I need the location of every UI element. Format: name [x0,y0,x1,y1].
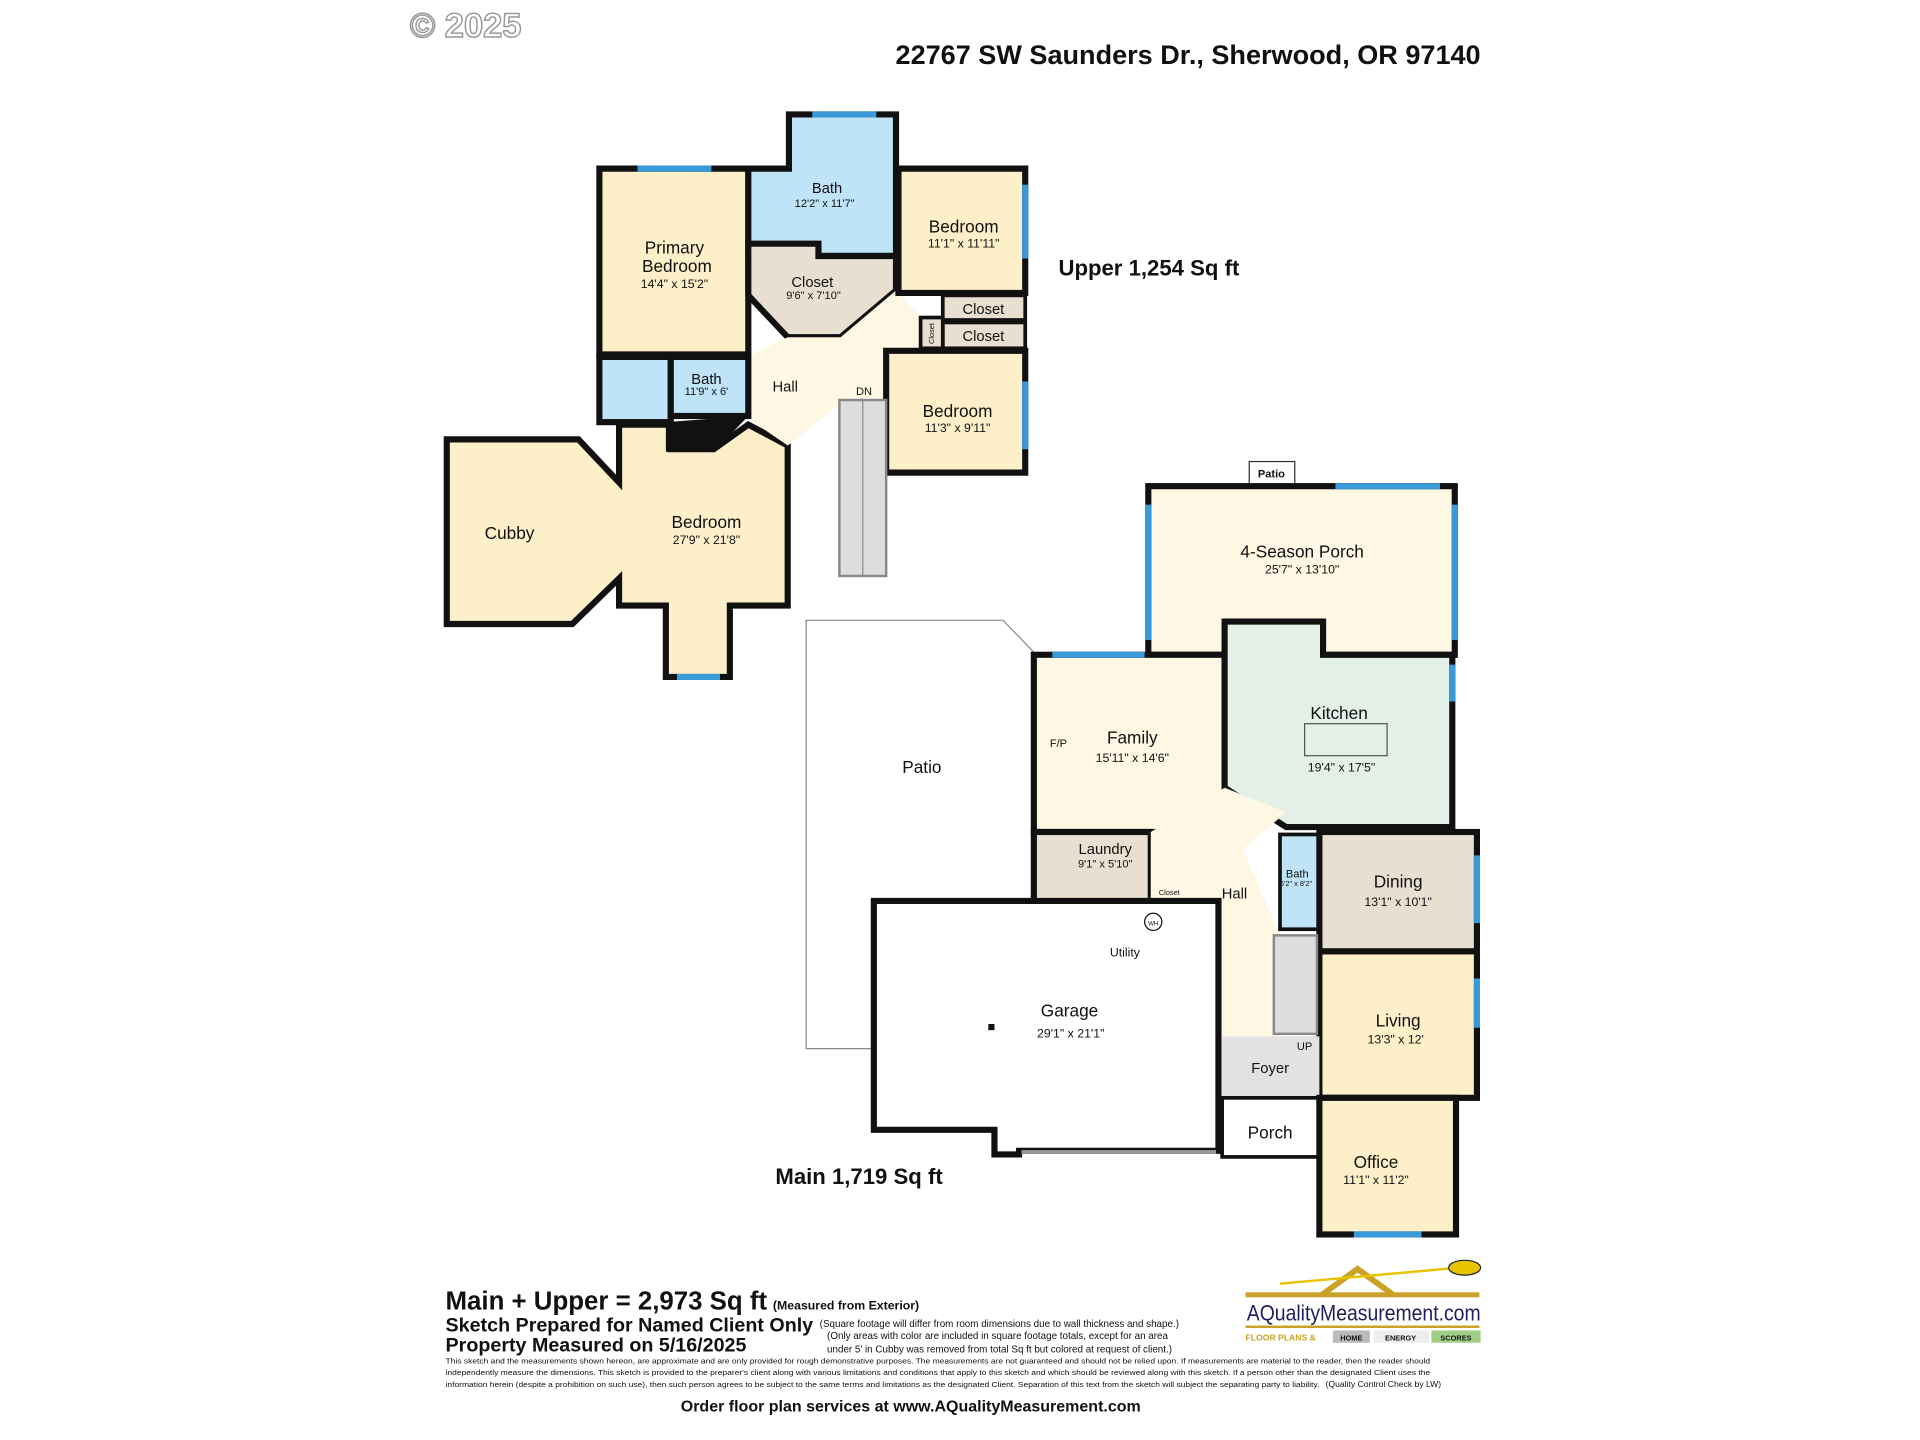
stairs-up [1272,934,1319,1036]
room-dims: 13'3" x 12' [1368,1033,1424,1047]
room-bath-upper-tub [596,353,674,426]
legal-text: information herein (despite a prohibitio… [446,1380,1320,1389]
room-label: Family [1107,727,1158,747]
room-label: Foyer [1251,1061,1289,1077]
room-label: Bath [812,181,842,197]
fireplace-label: F/P [1050,738,1067,750]
room-label: Closet [791,275,833,291]
room-dims: 11'1" x 11'11" [928,236,1000,250]
house-roof-icon [1316,1265,1399,1295]
room-label: Closet [962,302,1004,318]
room-closet-a [940,293,1028,322]
stairs-down [838,398,888,578]
room-dims: 9'6" x 7'10" [786,290,841,302]
room-porch [1220,1096,1322,1159]
room-label: Bedroom [929,217,999,237]
room-label: Hall [1222,886,1247,902]
room-label: Closet [927,323,936,344]
stairs-label: DN [856,386,872,398]
room-label: Patio [902,757,941,777]
room-dims: 15'11" x 14'6" [1096,751,1169,765]
room-label: Patio [1258,469,1285,481]
room-hall-upper [748,290,921,446]
footer: Main + Upper = 2,973 Sq ft (Measured fro… [446,1288,1442,1416]
room-dims: 12'2" x 11'7" [795,198,855,210]
upper-floor: Primary Bedroom 14'4" x 15'2" Bath 12'2"… [443,111,1240,680]
measured-date: Property Measured on 5/16/2025 [446,1334,747,1356]
room-label: Kitchen [1310,703,1367,723]
sqft-note: (Square footage will differ from room di… [820,1319,1179,1330]
room-bedroom-2 [895,165,1029,296]
logo-home: HOME [1340,1333,1362,1342]
room-label: Closet [962,329,1004,345]
room-label: Utility [1110,945,1141,959]
room-dims: 6'2" x 8'2" [1280,879,1313,888]
room-label: Garage [1041,1001,1098,1021]
room-foyer [1222,1036,1320,1098]
quality-check: (Quality Control Check by LW) [1326,1379,1442,1389]
room-label: Bedroom [923,401,993,421]
room-dims: 11'3" x 9'11" [925,421,991,435]
room-label: Bath [1286,869,1309,881]
order-link[interactable]: Order floor plan services at www.AQualit… [681,1399,1141,1416]
patio-small [1248,460,1296,487]
main-sqft-label: Main 1,719 Sq ft [775,1164,943,1189]
room-label: Laundry [1079,842,1133,858]
logo-energy: ENERGY [1385,1333,1416,1342]
room-dims: 27'9" x 21'8" [673,533,740,547]
room-dims: 9'1" x 5'10" [1078,859,1133,871]
room-label: Cubby [485,523,535,543]
room-dims: 13'1" x 10'1" [1364,895,1431,909]
room-living [1316,948,1480,1101]
copyright-watermark: © 2025 [410,7,522,45]
logo-scores: SCORES [1440,1333,1471,1342]
room-dims: 29'1" x 21'1" [1037,1027,1104,1041]
total-sqft-note: (Measured from Exterior) [773,1299,919,1313]
total-sqft: Main + Upper = 2,973 Sq ft [446,1288,768,1316]
wall-block [665,416,749,452]
legal-text: This sketch and the measurements shown h… [446,1357,1431,1366]
kitchen-island [1304,723,1388,757]
room-dims: 11'1" x 11'2" [1343,1173,1409,1187]
logo-tagline: FLOOR PLANS & [1246,1332,1316,1342]
legal-text: independently measure the dimensions. Th… [446,1368,1431,1377]
room-label: Dining [1374,871,1423,891]
room-bedroom-large-with-cubby [443,421,791,680]
room-dims: 19'4" x 17'5" [1308,761,1375,775]
room-label: Closet [1159,888,1180,897]
room-dining [1316,828,1480,955]
room-label: Bath [691,372,721,388]
room-label: Bedroom [672,512,742,532]
room-label: 4-Season Porch [1240,542,1363,562]
room-dims: 11'9" x 6' [685,386,729,398]
room-dims: 14'4" x 15'2" [641,277,708,291]
sqft-note: (Only areas with color are included in s… [827,1331,1168,1342]
tape-measure-icon [1279,1266,1459,1285]
room-garage [870,897,1222,1158]
water-heater-icon [1144,912,1163,932]
room-bath-upper [667,353,752,420]
room-label: Bedroom [642,256,712,276]
logo-name: AQualityMeasurement.com [1247,1301,1481,1326]
stairs-label: UP [1297,1041,1312,1053]
room-label: Office [1354,1152,1399,1172]
room-dims: 25'7" x 13'10" [1265,563,1339,577]
room-label: Hall [773,379,798,395]
sqft-note: under 5' in Cubby was removed from total… [827,1345,1172,1356]
garage-marker [988,1024,995,1031]
upper-sqft-label: Upper 1,254 Sq ft [1058,256,1239,281]
company-logo: AQualityMeasurement.com FLOOR PLANS & HO… [1246,1259,1482,1343]
room-label: Primary [645,238,705,258]
client-note: Sketch Prepared for Named Client Only [446,1315,814,1337]
water-heater-label: WH [1148,921,1158,928]
room-bath-main [1278,832,1322,932]
main-floor: Patio 4-Season Porch 25'7" x 13'10" Pati… [775,460,1480,1238]
property-address: 22767 SW Saunders Dr., Sherwood, OR 9714… [896,39,1481,70]
room-label: Living [1376,1010,1421,1030]
room-label: Porch [1248,1122,1293,1142]
